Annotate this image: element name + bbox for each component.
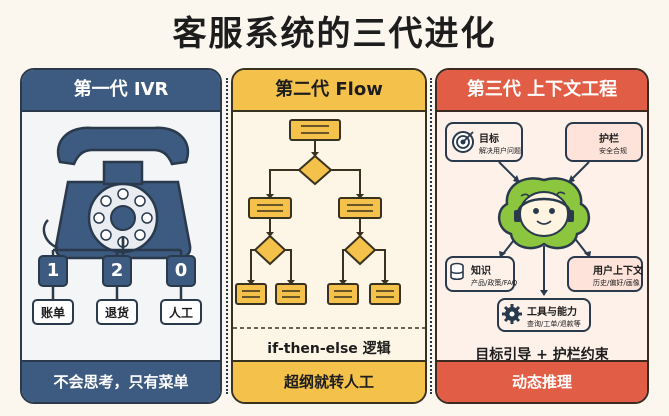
rotary-phone-icon <box>42 126 192 260</box>
tools-card: 工具与能力 查询/工单/退款等 <box>497 298 591 332</box>
tools-title: 工具与能力 <box>527 307 577 318</box>
ivr-key-label: 1 <box>46 260 60 281</box>
knowledge-title: 知识 <box>471 266 491 277</box>
goal-title: 目标 <box>479 134 499 145</box>
goal-card: 目标 解决用户问题 <box>445 122 523 162</box>
knowledge-subtitle: 产品/政策/FAQ <box>471 279 518 287</box>
user-context-title: 用户上下文 <box>593 266 643 277</box>
context-footer: 动态推理 <box>437 360 647 402</box>
guardrail-title: 护栏 <box>599 134 619 145</box>
ivr-header: 第一代 IVR <box>22 70 220 112</box>
ivr-option-label: 退货 <box>104 306 129 320</box>
user-context-card: 用户上下文 历史/偏好/画像 <box>567 256 643 292</box>
ivr-option-label: 人工 <box>168 306 193 320</box>
database-icon <box>450 262 464 281</box>
panel-ivr: 第一代 IVR <box>20 68 222 404</box>
flow-footer: 超纲就转人工 <box>233 360 425 402</box>
flow-logic-caption: if-then-else 逻辑 <box>267 341 391 357</box>
gear-icon <box>502 304 522 324</box>
context-tagline: 目标引导 + 护栏约束 <box>475 347 609 363</box>
guardrail-subtitle: 安全合规 <box>599 147 627 155</box>
ivr-diagram <box>32 126 202 325</box>
panel-flow: 第二代 Flow <box>231 68 427 404</box>
knowledge-card: 知识 产品/政策/FAQ <box>445 256 518 292</box>
user-context-subtitle: 历史/偏好/画像 <box>593 279 640 287</box>
context-header: 第三代 上下文工程 <box>437 70 647 112</box>
ivr-option-label: 账单 <box>40 306 65 320</box>
tools-subtitle: 查询/工单/退款等 <box>527 320 581 328</box>
target-icon <box>452 131 474 153</box>
panel-context-engineering: 第三代 上下文工程 <box>435 68 649 404</box>
guardrail-card: 护栏 安全合规 <box>565 122 643 162</box>
ivr-key-label: 0 <box>174 260 188 281</box>
ivr-footer: 不会思考，只有菜单 <box>22 360 220 402</box>
separator <box>226 78 228 394</box>
ivr-key-label: 2 <box>110 260 124 281</box>
flow-header: 第二代 Flow <box>233 70 425 112</box>
goal-subtitle: 解决用户问题 <box>479 147 521 155</box>
flowchart-diagram <box>233 119 425 329</box>
page-title: 客服系统的三代进化 <box>172 14 497 54</box>
brain-icon <box>498 177 590 250</box>
separator <box>430 78 432 394</box>
